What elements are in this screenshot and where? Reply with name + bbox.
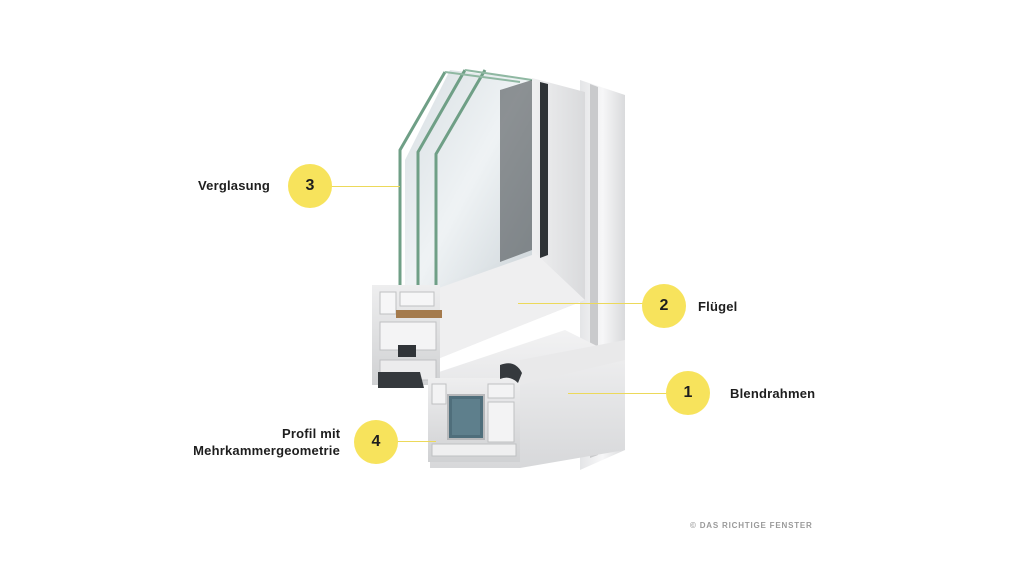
badge-2: 2 — [642, 284, 686, 328]
label-profil-line2: Mehrkammergeometrie — [193, 443, 340, 458]
label-verglasung: Verglasung — [198, 178, 271, 193]
badge-1: 1 — [666, 371, 710, 415]
sash-cross-section — [372, 285, 442, 388]
label-profil-line1: Profil mit — [282, 426, 341, 441]
leader-line-profil — [396, 441, 436, 442]
verglasung-shape — [398, 69, 533, 300]
badge-3: 3 — [288, 164, 332, 208]
mehrkammer-profile-section — [428, 363, 522, 462]
copyright-text: © DAS RICHTIGE FENSTER — [690, 521, 813, 530]
leader-line-verglasung — [330, 186, 400, 187]
badge-4: 4 — [354, 420, 398, 464]
fluegel-shape — [440, 78, 585, 358]
leader-line-blendrahmen — [568, 393, 668, 394]
label-blendrahmen: Blendrahmen — [730, 386, 816, 401]
leader-line-fluegel — [518, 303, 644, 304]
label-fluegel: Flügel — [698, 299, 738, 314]
